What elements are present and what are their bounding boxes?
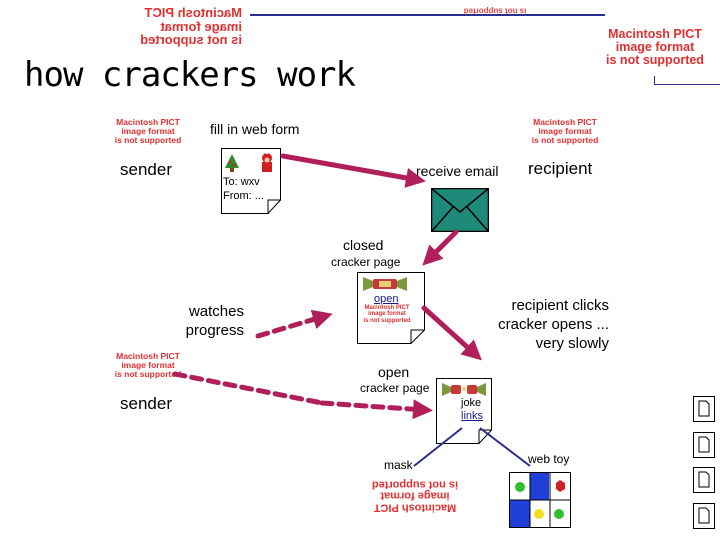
recipient-clicks-label: recipient clicks bbox=[511, 297, 609, 314]
form-from-field: From: ... bbox=[223, 190, 264, 202]
santa-icon bbox=[262, 151, 272, 172]
pict-line: image format bbox=[121, 359, 175, 370]
cracker-page-label-1: cracker page bbox=[331, 255, 401, 269]
arrow-watches-progress bbox=[255, 309, 333, 339]
form-to-field: To: wxv bbox=[223, 176, 260, 188]
dash-sender-bottom bbox=[172, 371, 325, 406]
sender-label-bottom: sender bbox=[120, 394, 172, 413]
pict-placeholder-sender-top: Macintosh PICT image format is not suppo… bbox=[113, 118, 183, 145]
pict-line: is not supported bbox=[114, 134, 182, 145]
arrow-clicks-to-open bbox=[421, 305, 482, 361]
arrow-email-to-cracker bbox=[422, 229, 459, 266]
pict-line: image format bbox=[538, 125, 592, 136]
top-rule bbox=[250, 14, 605, 16]
document-outline bbox=[221, 148, 281, 214]
very-slowly-label: very slowly bbox=[535, 335, 609, 352]
document-outline bbox=[436, 378, 492, 444]
closed-label: closed bbox=[343, 237, 384, 253]
open-label: open bbox=[378, 364, 410, 380]
sender-label-top: sender bbox=[120, 160, 172, 179]
document-icon[interactable] bbox=[693, 467, 715, 493]
web-toy-grid bbox=[509, 472, 571, 528]
pict-line: image format bbox=[121, 125, 175, 136]
document-outline bbox=[357, 272, 425, 344]
links-link[interactable]: links bbox=[461, 410, 484, 422]
document-icon[interactable] bbox=[693, 396, 715, 422]
envelope-icon bbox=[431, 188, 489, 232]
pict-line: Macintosh PICT bbox=[364, 305, 410, 311]
cracker-opens-label: cracker opens ... bbox=[498, 316, 609, 333]
corner-rule bbox=[654, 84, 720, 85]
document-icon[interactable] bbox=[693, 503, 715, 529]
receive-email-label: receive email bbox=[416, 163, 499, 179]
document-icon[interactable] bbox=[693, 432, 715, 458]
corner-rule bbox=[654, 76, 655, 85]
progress-label: progress bbox=[185, 322, 244, 339]
web-toy-label: web toy bbox=[528, 452, 570, 466]
pict-line: image format bbox=[615, 40, 695, 55]
recipient-label: recipient bbox=[528, 159, 593, 178]
cracker-page-closed-document: open Macintosh PICT image format is not … bbox=[357, 272, 425, 344]
arrow-form-to-email bbox=[280, 153, 426, 188]
cracker-open-icon bbox=[442, 383, 486, 396]
joke-label: joke bbox=[461, 397, 482, 409]
pict-placeholder-mini: Macintosh PICT image format is not suppo… bbox=[359, 305, 415, 324]
pict-line: is not supported bbox=[114, 368, 182, 379]
pict-placeholder-topright: Macintosh PICT image format is not suppo… bbox=[590, 27, 720, 68]
tree-icon bbox=[225, 154, 239, 172]
arrow-sender-to-open bbox=[319, 399, 433, 420]
pict-placeholder-sender-bottom: Macintosh PICT image format is not suppo… bbox=[113, 352, 183, 379]
pict-line: Macintosh PICT bbox=[116, 351, 180, 361]
open-link[interactable]: open bbox=[374, 293, 399, 305]
pict-line: is not supported bbox=[363, 317, 411, 324]
pict-line: Macintosh PICT bbox=[116, 117, 180, 127]
line-to-mask bbox=[413, 427, 463, 467]
mask-label: mask bbox=[384, 458, 413, 472]
pict-line: image format bbox=[368, 311, 406, 318]
pict-placeholder-recipient: Macintosh PICT image format is not suppo… bbox=[530, 118, 600, 145]
line-to-web-toy bbox=[479, 427, 531, 467]
pict-line: Macintosh PICT bbox=[608, 27, 702, 41]
pict-line: is not supported bbox=[531, 134, 599, 145]
pict-line: is not supported bbox=[606, 53, 704, 68]
cracker-page-open-document: joke links bbox=[436, 378, 492, 444]
cracker-icon bbox=[363, 277, 407, 291]
page-title: how crackers work bbox=[24, 55, 356, 95]
web-form-document: To: wxv From: ... bbox=[221, 148, 281, 214]
pict-line: Macintosh PICT bbox=[533, 117, 597, 127]
watches-label: watches bbox=[188, 303, 244, 320]
cracker-page-label-2: cracker page bbox=[360, 381, 430, 395]
fill-in-web-form-label: fill in web form bbox=[210, 121, 300, 137]
